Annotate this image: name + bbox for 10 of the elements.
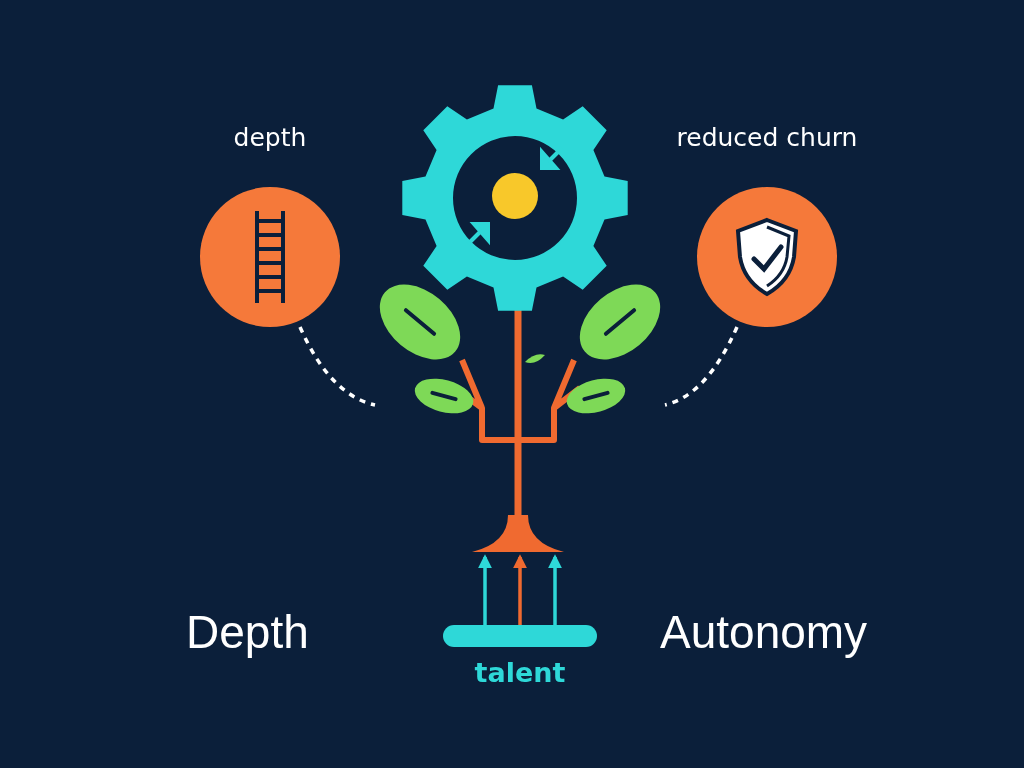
arrow [548,554,562,625]
pillar-label: Autonomy [660,605,868,660]
dashed-connector [298,326,376,407]
heading-text: depth [233,122,307,154]
arrow [513,554,527,625]
dashed-connector [664,326,739,407]
heading-text: reduced churn [676,122,858,154]
pillar-label: Depth [186,605,309,660]
arrow [478,554,492,625]
bar-label: talent [474,656,566,690]
